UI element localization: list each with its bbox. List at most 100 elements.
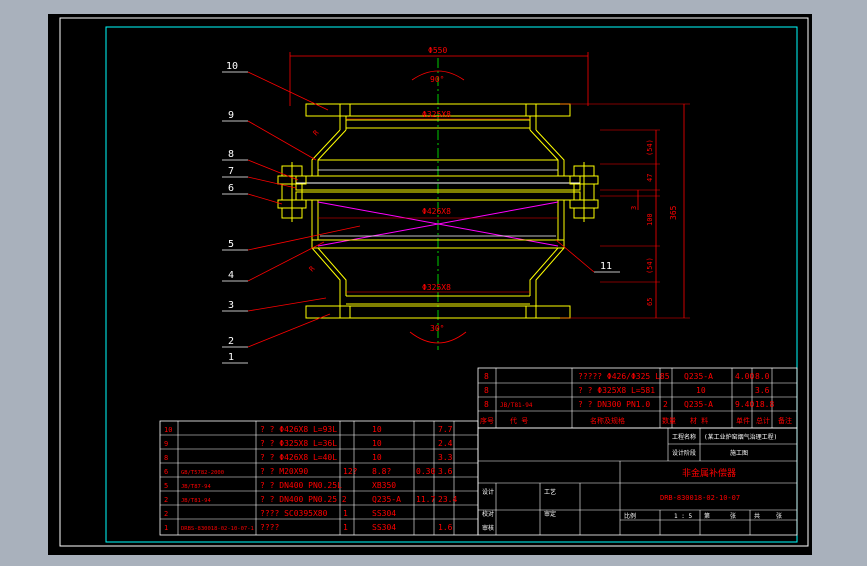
callout-8: 8 <box>228 149 234 160</box>
tb-drawing-number: DRB-830018-02-10-07 <box>660 494 740 502</box>
ubom-h-note: 备注 <box>778 416 792 425</box>
ubom-r2-name: ? ? DN300 PN1.0 <box>578 400 650 409</box>
tb-sheet-value: 张 <box>730 512 736 520</box>
lbom-r2-material: 10 <box>372 453 382 462</box>
callout-5: 5 <box>228 239 234 250</box>
top-flange-left <box>305 103 351 117</box>
ubom-h-code: 代 号 <box>510 416 528 425</box>
tb-process-label: 工艺 <box>544 488 556 496</box>
lbom-r5-w2: 23.4 <box>438 495 457 504</box>
dim-angle-top: 90° <box>430 75 444 84</box>
ubom-r2-code: JB/T81-94 <box>500 402 533 409</box>
lbom-r5-code: JB/T81-94 <box>181 498 211 504</box>
tb-scale-value: 1 : 5 <box>674 513 692 520</box>
tb-check-label: 校对 <box>482 510 494 518</box>
bottom-flange-left <box>305 305 351 319</box>
ubom-r1-name: ? ? Φ325X8 L=581 <box>578 386 655 395</box>
lbom-r2-name: ? ? Φ426X8 L=40L <box>260 453 337 462</box>
callout-9: 9 <box>228 110 234 121</box>
lbom-r0-no: 10 <box>164 426 172 434</box>
ubom-h-no: 序号 <box>480 416 494 425</box>
upper-bom-table: 8 ????? Φ426/Φ325 L85 Q235-A 4.00 8.0 8 … <box>477 367 798 429</box>
tb-stage-value: 施工图 <box>730 449 748 457</box>
dim-phi426: Φ426X8 <box>422 207 451 216</box>
lbom-r4-name: ? ? DN400 PN0.25L <box>260 481 342 490</box>
dim-radius-bottom: R <box>308 264 317 273</box>
callout-6: 6 <box>228 183 234 194</box>
ubom-r2-w1: 9.40 <box>735 400 754 409</box>
tb-total-label: 共 <box>754 512 760 520</box>
lbom-r3-qty: 12? <box>343 467 358 476</box>
lbom-r7-code: DRBS-830018-02-10-07-1 <box>181 526 254 532</box>
ubom-r2-material: Q235-A <box>684 400 713 409</box>
ubom-h-material: 材 料 <box>690 416 708 425</box>
outer-frame <box>59 17 809 547</box>
lbom-r1-w2: 2.4 <box>438 439 453 448</box>
tb-scale-label: 比例 <box>624 512 636 520</box>
dimensions: Φ550 90° Φ325X8 Φ426X8 Φ325X8 30° R R 36… <box>289 46 690 344</box>
lbom-r0-material: 10 <box>372 425 382 434</box>
dim-radius-top: R <box>312 128 321 137</box>
title-block: 工程名称 (某工业炉窑烟气治理工程) 设计阶段 施工图 设计 校对 审核 工艺 … <box>477 427 798 536</box>
lbom-r5-material: Q235-A <box>372 495 401 504</box>
lbom-r7-qty: 1 <box>343 523 348 532</box>
dim-54-bottom: (54) <box>646 257 654 274</box>
dim-3: 3 <box>630 206 638 210</box>
lbom-r5-name: ? ? DN400 PN0.25 2 <box>260 495 347 504</box>
callout-11: 11 <box>600 261 612 272</box>
lbom-r2-w2: 3.3 <box>438 453 453 462</box>
callouts: 10 9 8 7 6 5 4 3 2 1 11 <box>222 61 620 364</box>
lbom-r4-code: JB/T87-94 <box>181 484 211 490</box>
tb-design-label: 设计 <box>482 488 494 496</box>
callout-3: 3 <box>228 300 234 311</box>
ubom-r1-w2: 3.6 <box>755 386 770 395</box>
bottom-flange-right <box>525 305 571 319</box>
lbom-r3-code: GB/T5782-2000 <box>181 470 224 476</box>
dim-phi325-top: Φ325X8 <box>422 110 451 119</box>
dim-phi325-bottom: Φ325X8 <box>422 283 451 292</box>
tb-total-value: 张 <box>776 512 782 520</box>
lbom-r7-material: SS304 <box>372 523 396 532</box>
dim-47: 47 <box>646 174 654 182</box>
inner-frame <box>105 26 798 543</box>
lbom-r7-name: ???? <box>260 523 279 532</box>
ubom-r0-w1: 4.00 <box>735 372 754 381</box>
dim-365: 365 <box>669 205 678 220</box>
callout-10: 10 <box>226 61 238 72</box>
tb-project-value: (某工业炉窑烟气治理工程) <box>704 433 777 441</box>
lbom-r3-w1: 0.30 <box>416 467 435 476</box>
lbom-r6-no: 2 <box>164 510 168 518</box>
ubom-r2-qty: 2 <box>663 400 668 409</box>
dim-54-top: (54) <box>646 139 654 156</box>
lbom-r5-no: 2 <box>164 496 168 504</box>
lbom-r1-material: 10 <box>372 439 382 448</box>
dim-angle-bottom: 30° <box>430 324 444 333</box>
ubom-r1-no: 8 <box>484 386 489 395</box>
bolt-left <box>277 162 307 222</box>
tb-stage-label: 设计阶段 <box>672 449 696 457</box>
lbom-r0-w2: 7.7 <box>438 425 453 434</box>
lbom-r0-name: ? ? Φ426X8 L=93L <box>260 425 337 434</box>
lbom-r6-qty: 1 <box>343 509 348 518</box>
ubom-h-w2: 总计 <box>756 416 770 425</box>
ubom-r0-w2: 8.0 <box>755 372 770 381</box>
tb-review-label: 审核 <box>482 524 494 532</box>
lbom-r6-name: ???? SC0395X80 <box>260 509 328 518</box>
ubom-r1-material: 10 <box>696 386 706 395</box>
dim-65: 65 <box>646 298 654 306</box>
ubom-r0-material: Q235-A <box>684 372 713 381</box>
lbom-r3-no: 6 <box>164 468 168 476</box>
ubom-r0-name: ????? Φ426/Φ325 L85 <box>578 372 670 381</box>
section-cross-b <box>317 201 559 247</box>
ubom-r0-no: 8 <box>484 372 489 381</box>
ubom-r2-no: 8 <box>484 400 489 409</box>
lbom-r7-w2: 1.6 <box>438 523 453 532</box>
callout-7: 7 <box>228 166 234 177</box>
middle-flange-lower <box>295 191 581 201</box>
lbom-r6-material: SS304 <box>372 509 396 518</box>
dim-phi550: Φ550 <box>428 46 447 55</box>
callout-1: 1 <box>228 352 234 363</box>
ubom-h-qty: 数量 <box>662 416 676 425</box>
